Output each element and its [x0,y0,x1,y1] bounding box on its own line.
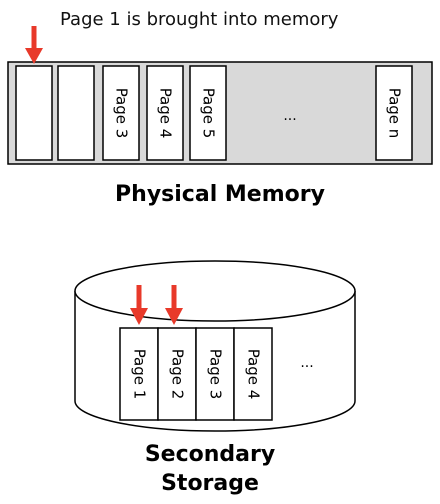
memory-frame-page-5 [189,65,227,161]
memory-arrow [25,26,43,64]
caption-text: Page 1 is brought into memory [60,9,339,30]
storage-ellipsis: ... [300,355,313,371]
memory-page-5-label: Page 5 [200,88,218,139]
storage-pages: Page 1 Page 2 Page 3 Page 4 ... [119,327,314,421]
storage-page-4 [233,327,273,421]
storage-page-2 [157,327,197,421]
storage-page-4-label: Page 4 [245,349,263,400]
physical-memory-label: Physical Memory [115,182,325,207]
secondary-storage-label-line-1: Secondary [145,442,275,467]
memory-frame-2 [57,65,95,161]
secondary-storage-label-line-2: Storage [161,471,259,496]
storage-page-2-label: Page 2 [169,349,187,400]
storage-page-1-label: Page 1 [131,349,149,400]
memory-frame-page-3 [102,65,140,161]
memory-frames: Page 3 Page 4 Page 5 ... Page n [15,65,413,161]
storage-arrow-page-1 [130,285,148,325]
memory-page-n-label: Page n [386,88,404,139]
memory-page-4-label: Page 4 [157,88,175,139]
storage-page-3-label: Page 3 [207,349,225,400]
memory-frame-page-4 [146,65,184,161]
storage-page-1 [119,327,159,421]
memory-page-3-label: Page 3 [113,88,131,139]
storage-page-3 [195,327,235,421]
memory-ellipsis: ... [283,108,296,124]
memory-frame-1 [15,65,53,161]
memory-frame-page-n [375,65,413,161]
storage-arrow-page-2 [165,285,183,325]
